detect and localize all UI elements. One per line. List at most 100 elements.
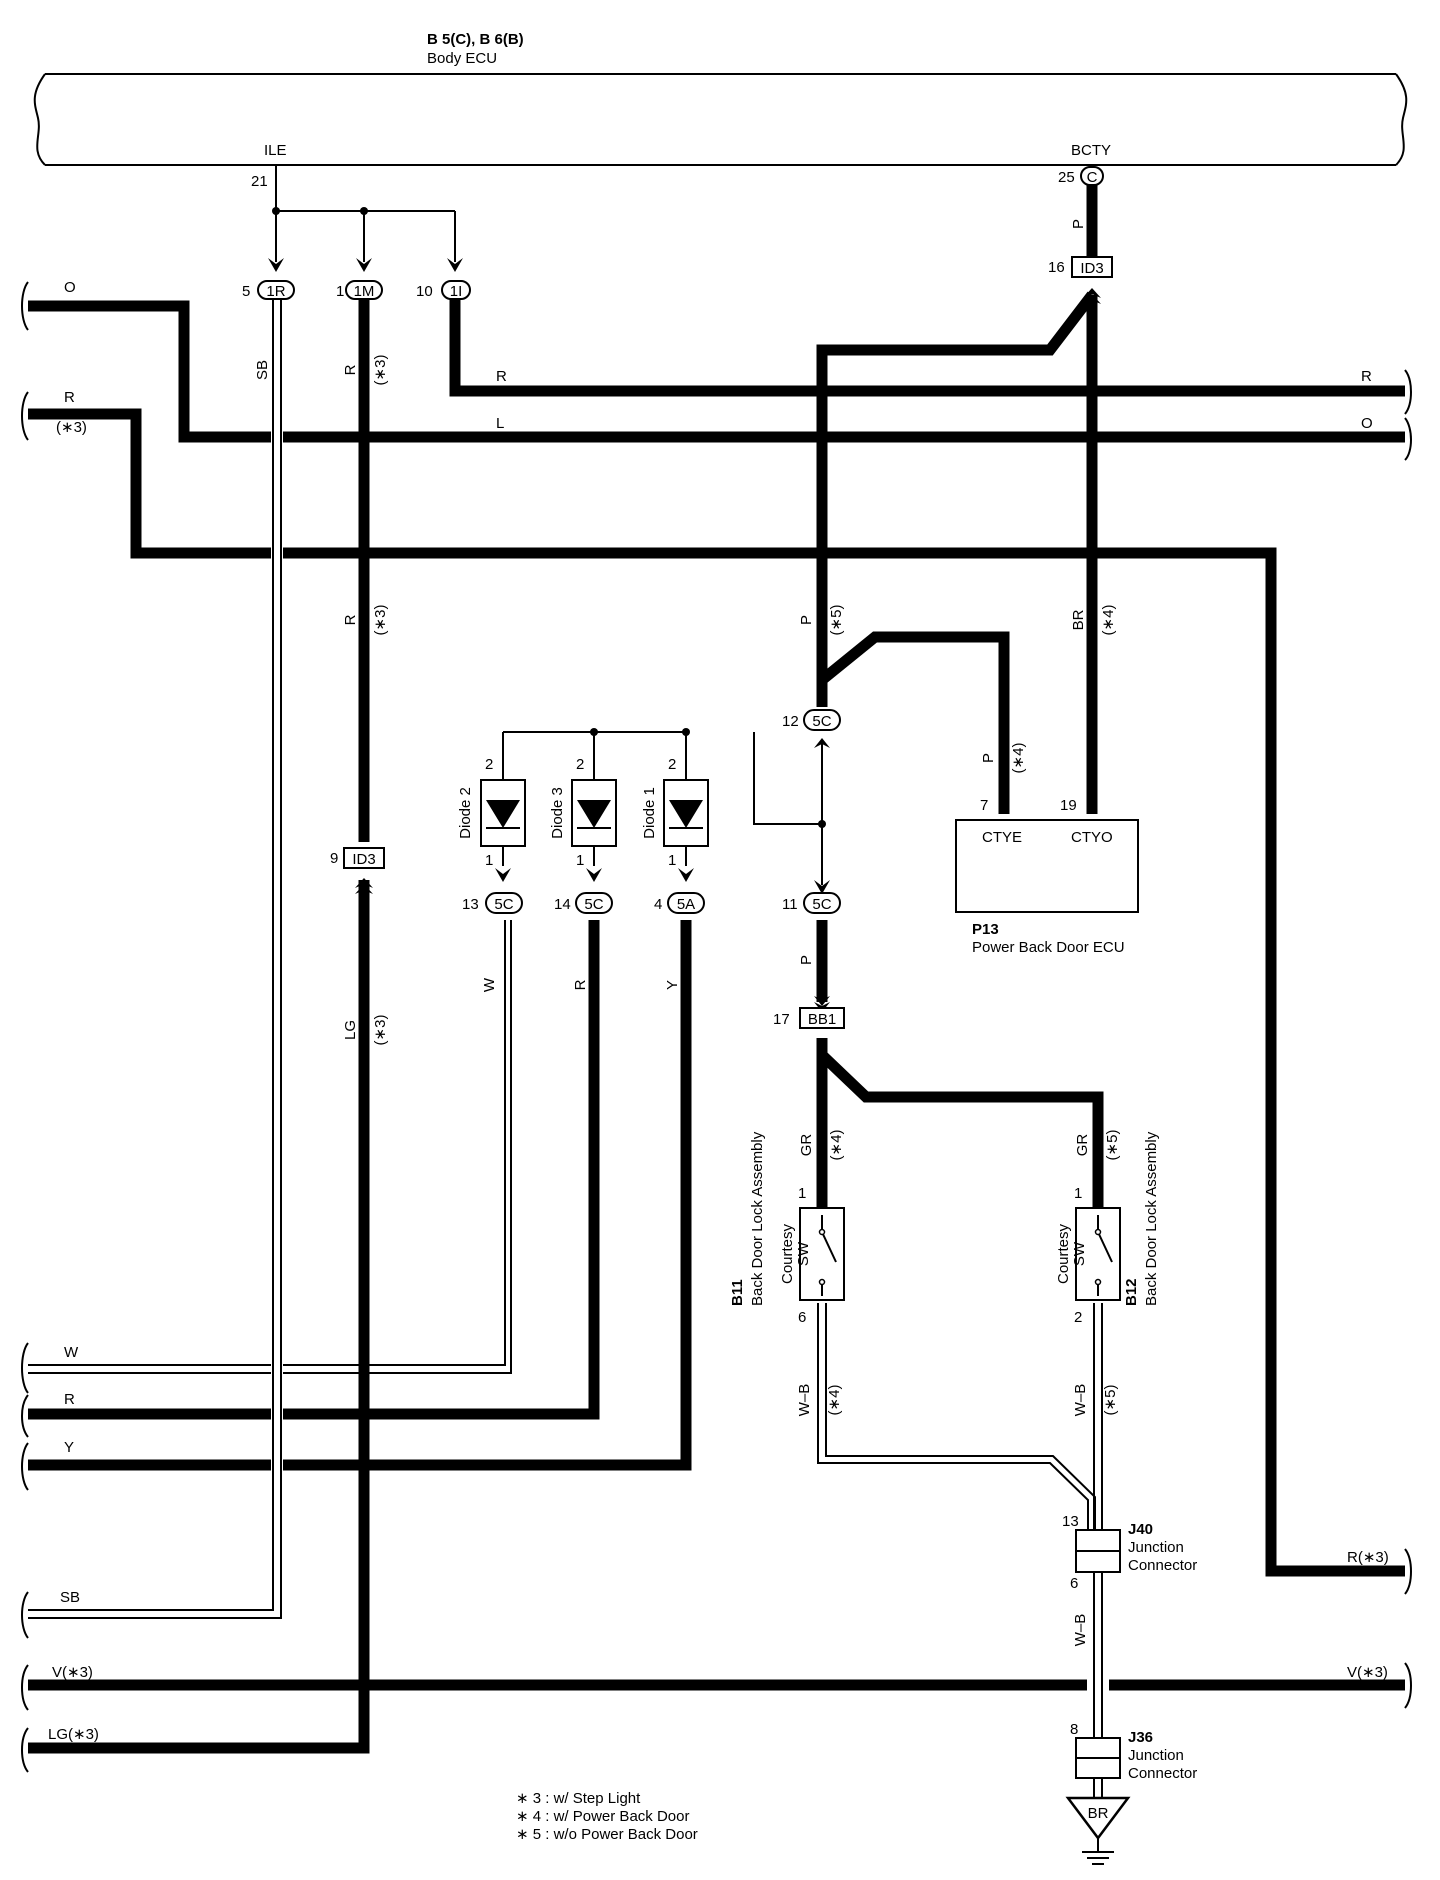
svg-text:13: 13 bbox=[462, 896, 479, 913]
svg-text:5C: 5C bbox=[584, 896, 603, 913]
connector-id3-top: ID3 bbox=[1071, 256, 1113, 278]
svg-text:Y: Y bbox=[64, 1439, 74, 1456]
svg-text:GR: GR bbox=[798, 1134, 815, 1157]
ecu-terminal-ile: ILE bbox=[264, 142, 287, 159]
diode-3-label: Diode 3 bbox=[549, 787, 566, 839]
svg-text:C: C bbox=[1087, 169, 1098, 186]
b11-name: Back Door Lock Assembly bbox=[749, 1131, 766, 1306]
svg-text:P: P bbox=[980, 753, 997, 763]
svg-text:Y: Y bbox=[664, 980, 681, 990]
svg-text:Junction: Junction bbox=[1128, 1539, 1184, 1556]
svg-text:1I: 1I bbox=[450, 283, 463, 300]
svg-text:R(∗3): R(∗3) bbox=[1347, 1549, 1389, 1566]
svg-text:P: P bbox=[1070, 219, 1087, 229]
wire-label-left-r: R bbox=[64, 389, 75, 406]
connector-1m: 1M bbox=[345, 280, 383, 300]
svg-text:R: R bbox=[572, 979, 589, 990]
svg-text:(∗5): (∗5) bbox=[1104, 1130, 1121, 1161]
svg-text:(∗4): (∗4) bbox=[828, 1130, 845, 1161]
connector-bb1: BB1 bbox=[799, 1007, 845, 1029]
svg-text:19: 19 bbox=[1060, 797, 1077, 814]
p13-name: Power Back Door ECU bbox=[972, 939, 1125, 956]
svg-text:Connector: Connector bbox=[1128, 1557, 1197, 1574]
svg-text:17: 17 bbox=[773, 1011, 790, 1028]
wire-crossings bbox=[271, 430, 1109, 1692]
svg-text:1: 1 bbox=[668, 852, 676, 869]
svg-text:(∗4): (∗4) bbox=[1010, 743, 1027, 774]
svg-text:V(∗3): V(∗3) bbox=[1347, 1664, 1388, 1681]
svg-text:R: R bbox=[342, 614, 359, 625]
svg-text:4: 4 bbox=[654, 896, 662, 913]
diode-1-label: Diode 1 bbox=[641, 787, 658, 839]
svg-text:GR: GR bbox=[1074, 1134, 1091, 1157]
svg-text:Connector: Connector bbox=[1128, 1765, 1197, 1782]
ground-symbol: BR bbox=[1065, 1796, 1131, 1865]
svg-text:(∗3): (∗3) bbox=[372, 1015, 389, 1046]
svg-text:6: 6 bbox=[798, 1309, 806, 1326]
wires bbox=[28, 165, 1405, 1798]
svg-text:W: W bbox=[64, 1344, 79, 1361]
svg-text:P: P bbox=[798, 955, 815, 965]
svg-text:12: 12 bbox=[782, 713, 799, 730]
svg-text:LG: LG bbox=[342, 1020, 359, 1040]
connector-5c-11: 5C bbox=[803, 892, 841, 914]
svg-text:W–B: W–B bbox=[1072, 1614, 1089, 1647]
svg-text:V(∗3): V(∗3) bbox=[52, 1664, 93, 1681]
svg-text:(∗4): (∗4) bbox=[1100, 605, 1117, 636]
connector-5c-12: 5C bbox=[803, 709, 841, 731]
svg-text:W–B: W–B bbox=[796, 1384, 813, 1417]
svg-text:O: O bbox=[1361, 415, 1373, 432]
svg-text:2: 2 bbox=[485, 756, 493, 773]
connector-1r: 1R bbox=[257, 280, 295, 300]
svg-text:16: 16 bbox=[1048, 259, 1065, 276]
footnotes: ∗ 3 : w/ Step Light ∗ 4 : w/ Power Back … bbox=[516, 1790, 698, 1843]
wire-end-brackets bbox=[21, 281, 1412, 1773]
svg-text:6: 6 bbox=[1070, 1575, 1078, 1592]
svg-text:BR: BR bbox=[1070, 609, 1087, 630]
diode-2 bbox=[480, 773, 526, 866]
svg-text:R: R bbox=[496, 368, 507, 385]
svg-text:LG(∗3): LG(∗3) bbox=[48, 1726, 99, 1743]
svg-text:5: 5 bbox=[242, 283, 250, 300]
svg-text:2: 2 bbox=[576, 756, 584, 773]
svg-text:R: R bbox=[342, 364, 359, 375]
svg-text:BR: BR bbox=[1088, 1805, 1109, 1822]
svg-text:(∗4): (∗4) bbox=[826, 1385, 843, 1416]
svg-text:(∗5): (∗5) bbox=[1102, 1385, 1119, 1416]
svg-text:1R: 1R bbox=[266, 283, 285, 300]
svg-text:5C: 5C bbox=[812, 896, 831, 913]
diode-3 bbox=[571, 773, 617, 866]
svg-text:1: 1 bbox=[576, 852, 584, 869]
svg-text:7: 7 bbox=[980, 797, 988, 814]
svg-text:SW: SW bbox=[1071, 1241, 1088, 1266]
svg-text:Courtesy: Courtesy bbox=[779, 1223, 796, 1284]
connector-5a-4: 5A bbox=[667, 892, 705, 914]
svg-text:14: 14 bbox=[554, 896, 571, 913]
svg-text:Courtesy: Courtesy bbox=[1055, 1223, 1072, 1284]
wire-label-left-o: O bbox=[64, 279, 76, 296]
svg-text:13: 13 bbox=[1062, 1513, 1079, 1530]
svg-text:P: P bbox=[798, 615, 815, 625]
svg-text:R: R bbox=[64, 1391, 75, 1408]
diode-1 bbox=[663, 773, 709, 866]
svg-text:ID3: ID3 bbox=[1080, 260, 1103, 277]
svg-text:BB1: BB1 bbox=[808, 1011, 836, 1028]
ecu-name: Body ECU bbox=[427, 50, 497, 67]
connector-1i: 1I bbox=[441, 280, 471, 300]
wire-label-left-r-note: (∗3) bbox=[56, 419, 87, 436]
svg-text:9: 9 bbox=[330, 850, 338, 867]
svg-text:25: 25 bbox=[1058, 169, 1075, 186]
svg-text:2: 2 bbox=[668, 756, 676, 773]
ecu-terminal-bcty: BCTY bbox=[1071, 142, 1111, 159]
b12-id: B12 bbox=[1123, 1278, 1140, 1306]
terminal-ctye: CTYE bbox=[982, 829, 1022, 846]
svg-text:W: W bbox=[481, 977, 498, 992]
note-5: ∗ 5 : w/o Power Back Door bbox=[516, 1826, 698, 1843]
svg-text:11: 11 bbox=[782, 896, 798, 913]
connector-5c-14: 5C bbox=[575, 892, 613, 914]
j40-connector: J40 Junction Connector bbox=[1075, 1521, 1197, 1574]
svg-text:10: 10 bbox=[416, 283, 433, 300]
junction-dots bbox=[272, 207, 826, 828]
svg-text:ID3: ID3 bbox=[352, 851, 375, 868]
